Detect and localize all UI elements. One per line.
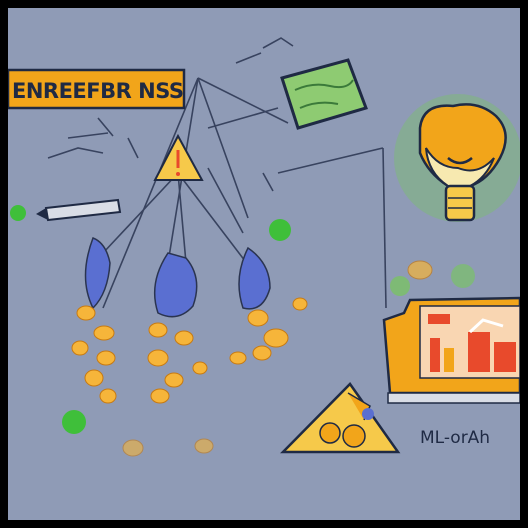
connector-lines: [47, 37, 387, 309]
bottom-scribble-text: ML-orAh: [420, 428, 490, 448]
lightbulb-icon: [394, 94, 520, 222]
illustration-canvas: ENREEFBR NSS: [8, 8, 520, 520]
money-bill-icon: [280, 58, 368, 130]
blue-leaf-icon: [84, 237, 271, 318]
illustration-svg: ENREEFBR NSS: [8, 37, 520, 457]
monitor-chart-icon: [382, 296, 520, 404]
banner: ENREEFBR NSS: [8, 68, 186, 110]
leaf-icon: [10, 205, 475, 434]
pencil-icon: [36, 198, 122, 222]
cheese-wedge-icon: [280, 382, 401, 454]
warning-triangle-icon: [153, 133, 204, 181]
chip-cluster: [71, 260, 433, 457]
banner-text: ENREEFBR NSS: [12, 79, 184, 103]
